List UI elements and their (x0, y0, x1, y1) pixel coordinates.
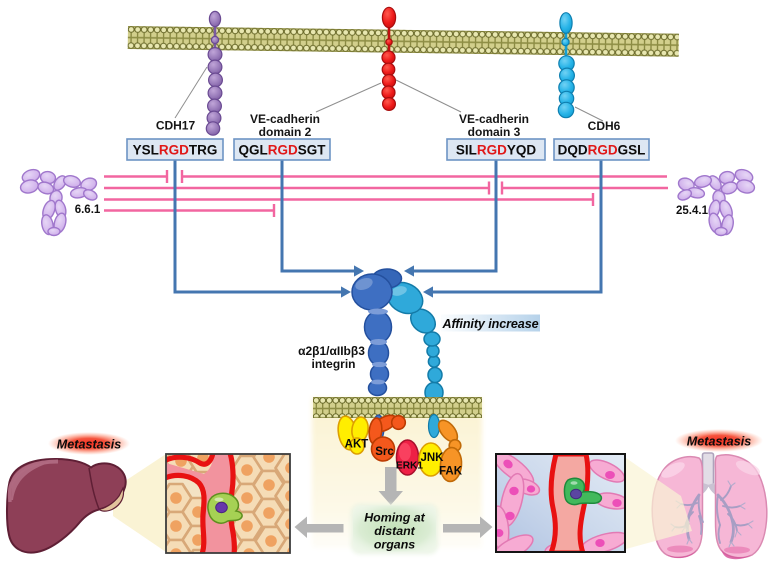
svg-text:YSLRGDTRG: YSLRGDTRG (133, 143, 218, 158)
svg-text:Homing at: Homing at (364, 511, 425, 525)
svg-text:CDH17: CDH17 (156, 119, 196, 133)
svg-text:distant: distant (374, 524, 415, 538)
svg-text:SILRGDYQD: SILRGDYQD (456, 143, 537, 158)
svg-text:VE-cadherin: VE-cadherin (459, 112, 529, 126)
svg-text:CDH6: CDH6 (588, 119, 621, 133)
svg-text:JNK: JNK (420, 452, 444, 464)
svg-text:DQDRGDGSL: DQDRGDGSL (558, 143, 646, 158)
svg-text:25.4.1: 25.4.1 (676, 205, 709, 217)
svg-text:VE-cadherin: VE-cadherin (250, 112, 320, 126)
svg-text:Src: Src (375, 446, 394, 458)
svg-text:integrin: integrin (312, 357, 356, 371)
svg-text:α2β1/αIIbβ3: α2β1/αIIbβ3 (298, 344, 365, 358)
svg-text:ERK1: ERK1 (396, 461, 424, 472)
svg-text:6.6.1: 6.6.1 (75, 204, 101, 216)
svg-text:Metastasis: Metastasis (57, 438, 121, 452)
svg-text:domain 3: domain 3 (468, 125, 521, 139)
svg-text:AKT: AKT (345, 439, 369, 451)
svg-text:Affinity increase: Affinity increase (441, 317, 538, 331)
svg-text:QGLRGDSGT: QGLRGDSGT (238, 143, 326, 158)
svg-text:organs: organs (374, 538, 415, 552)
svg-text:FAK: FAK (439, 466, 463, 478)
svg-text:domain 2: domain 2 (259, 125, 312, 139)
svg-text:Metastasis: Metastasis (687, 435, 751, 449)
